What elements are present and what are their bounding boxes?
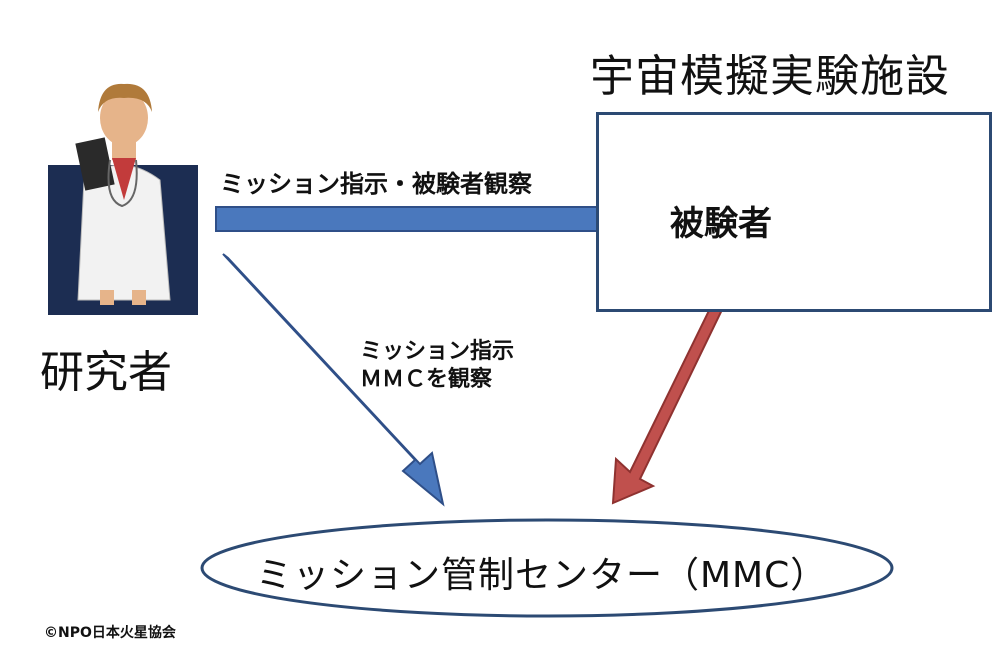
facility-box [596,112,992,312]
copyright-text: ©NPO日本火星協会 [44,625,176,641]
arrow-researcher-to-mmc-label-line2: ＭＭＣを観察 [360,367,493,392]
researcher-illustration [48,83,198,315]
arrow-researcher-to-subject-label: ミッション指示・被験者観察 [220,170,532,198]
arrow-researcher-to-subject [215,190,658,248]
researcher-label: 研究者 [40,347,172,398]
arrow-researcher-to-mmc [222,253,445,507]
arrow-researcher-to-mmc-label-line1: ミッション指示 [360,339,515,364]
mmc-ellipse [200,518,894,618]
facility-title: 宇宙模擬実験施設 [590,51,950,102]
subject-label: 被験者 [670,204,772,244]
arrow-researcher-to-mmc-label: ミッション指示 ＭＭＣを観察 [360,338,514,394]
mmc-label: ミッション管制センター（MMC） [256,555,828,596]
